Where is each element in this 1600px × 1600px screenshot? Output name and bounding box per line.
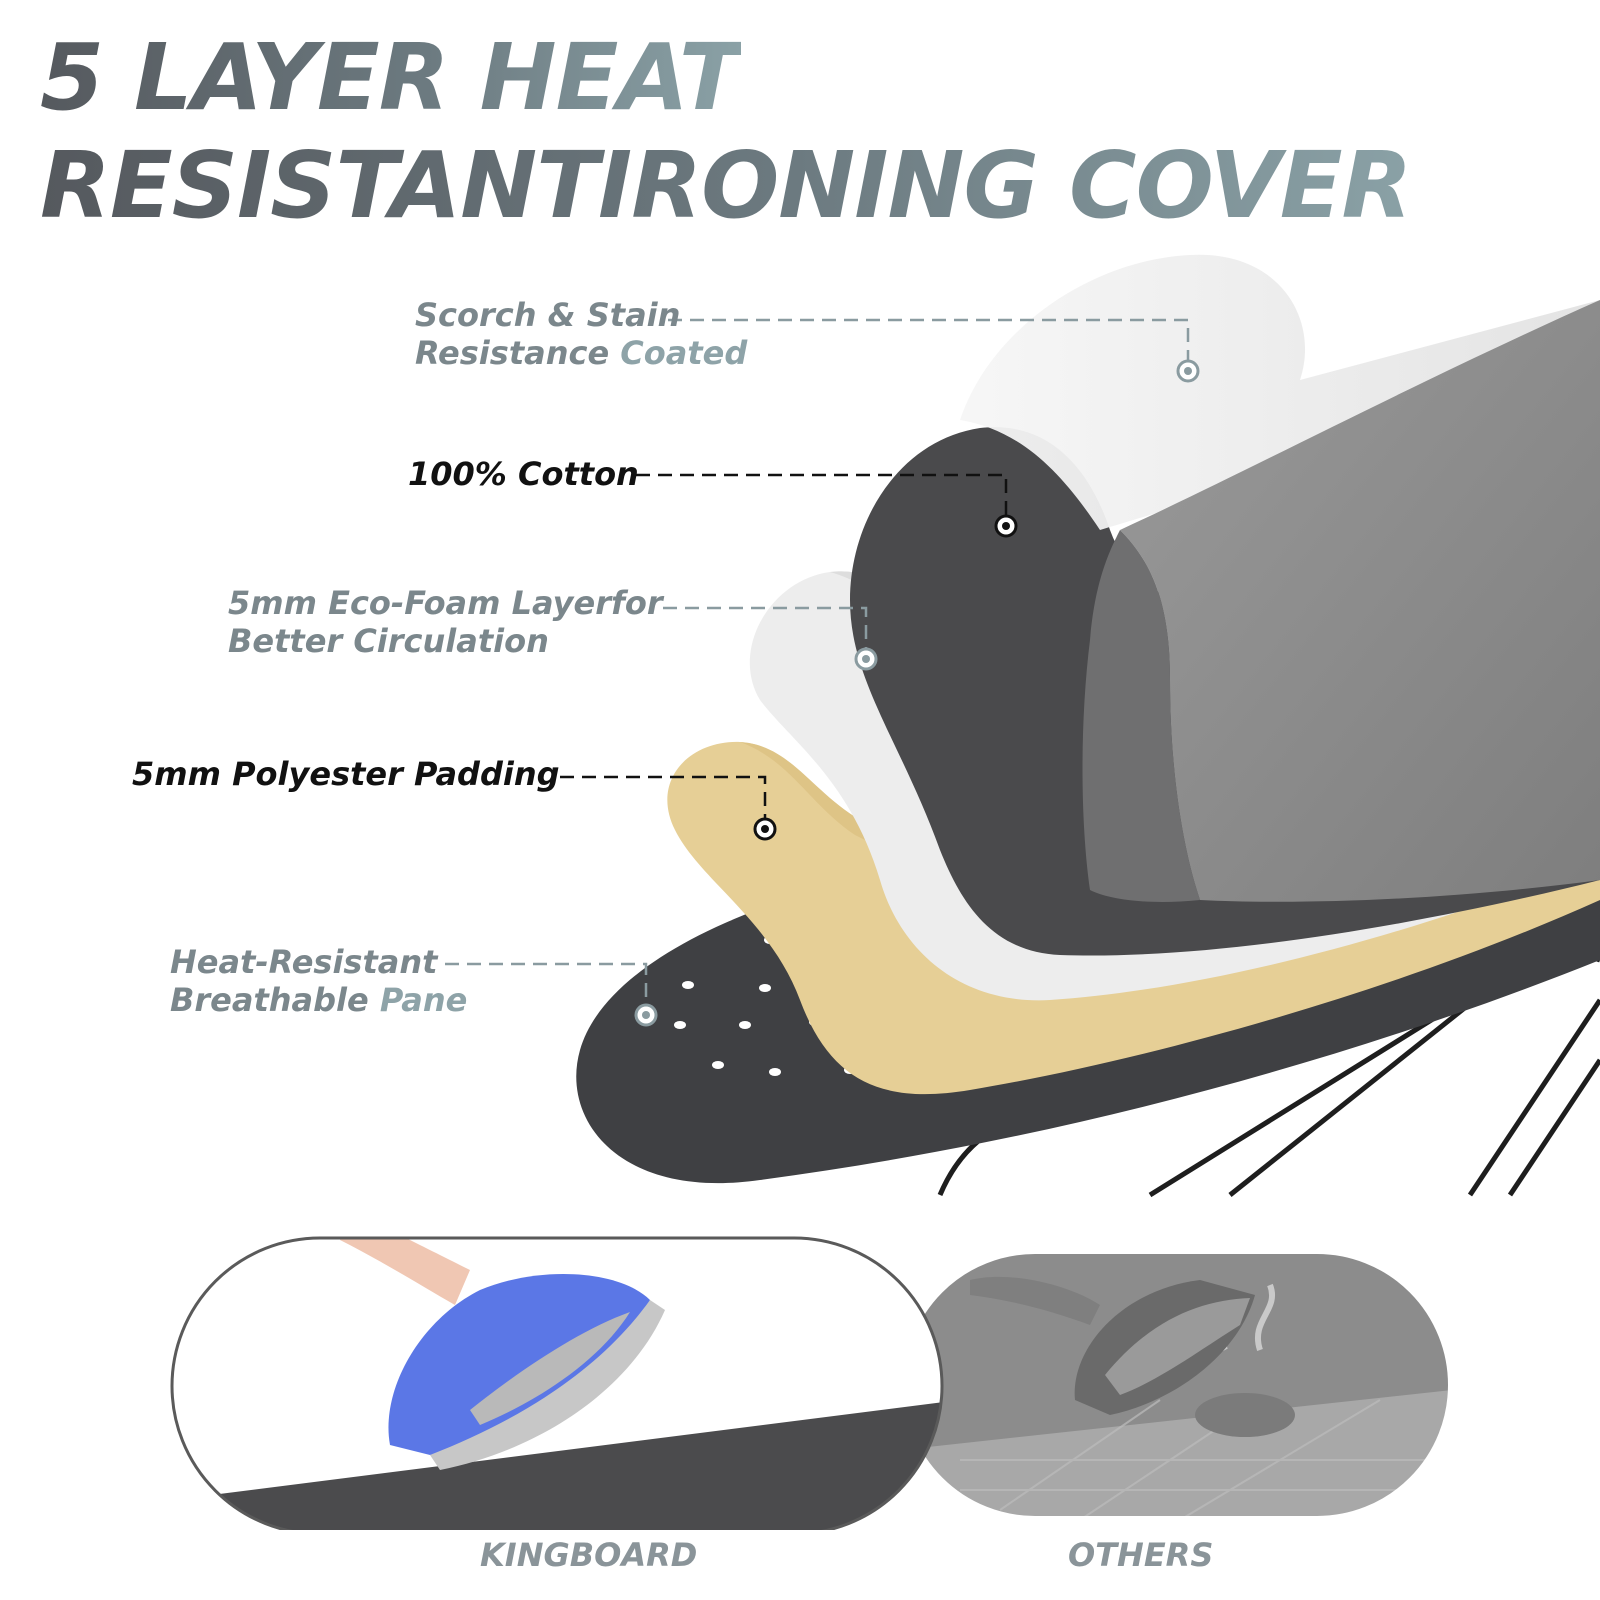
label-accent-text: Pane: [379, 981, 468, 1019]
callout-dot-padding: [753, 817, 777, 841]
others-hand: [970, 1276, 1100, 1325]
callout-dot-scorch: [1176, 359, 1200, 383]
label-line: Better Circulation: [228, 622, 663, 660]
callout-dot-foam: [854, 647, 878, 671]
label-line: 100% Cotton: [408, 455, 639, 493]
label-line: Heat-Resistant: [170, 943, 438, 981]
layered-board-illustration: [576, 254, 1600, 1198]
layer-label-pane: Heat-Resistant Breathable Pane: [170, 943, 467, 1019]
label-text: Breathable: [170, 981, 380, 1019]
headline-line-2: RESISTANTIRONING COVER: [40, 132, 1412, 239]
others-caption: OTHERS: [1068, 1536, 1214, 1574]
headline-line-1: 5 LAYER HEAT: [40, 24, 742, 131]
coating-flap: [960, 254, 1600, 530]
layer-label-scorch-stain: Scorch & Stain Resistance Coated: [415, 296, 747, 372]
callout-dot-pane: [634, 1003, 658, 1027]
kingboard-caption: KINGBOARD: [480, 1536, 698, 1574]
kingboard-board: [172, 1400, 942, 1530]
layer-label-eco-foam: 5mm Eco-Foam Layerfor Better Circulation: [228, 584, 663, 660]
label-accent-text: Coated: [620, 334, 748, 372]
label-text: Better Circulation: [228, 622, 549, 660]
kingboard-panel: [172, 1238, 942, 1530]
label-line: Resistance Coated: [415, 334, 747, 372]
label-line: 5mm Eco-Foam Layerfor: [228, 584, 663, 622]
callout-lines: [445, 318, 1200, 1027]
layer-label-polyester: 5mm Polyester Padding: [132, 755, 560, 793]
scorch-mark: [1195, 1393, 1295, 1437]
callout-dot-cotton: [994, 514, 1018, 538]
others-panel: [900, 1250, 1452, 1520]
kingboard-iron: [388, 1273, 650, 1455]
label-line: 5mm Polyester Padding: [132, 755, 560, 793]
label-text: Resistance: [415, 334, 621, 372]
label-line: Scorch & Stain: [415, 296, 681, 334]
scorch-stain-top-layer: [1120, 300, 1600, 902]
label-line: Breathable Pane: [170, 981, 467, 1019]
comparison-panels: [170, 1236, 1456, 1530]
layer-label-cotton: 100% Cotton: [408, 455, 639, 493]
kingboard-hand: [340, 1238, 470, 1305]
